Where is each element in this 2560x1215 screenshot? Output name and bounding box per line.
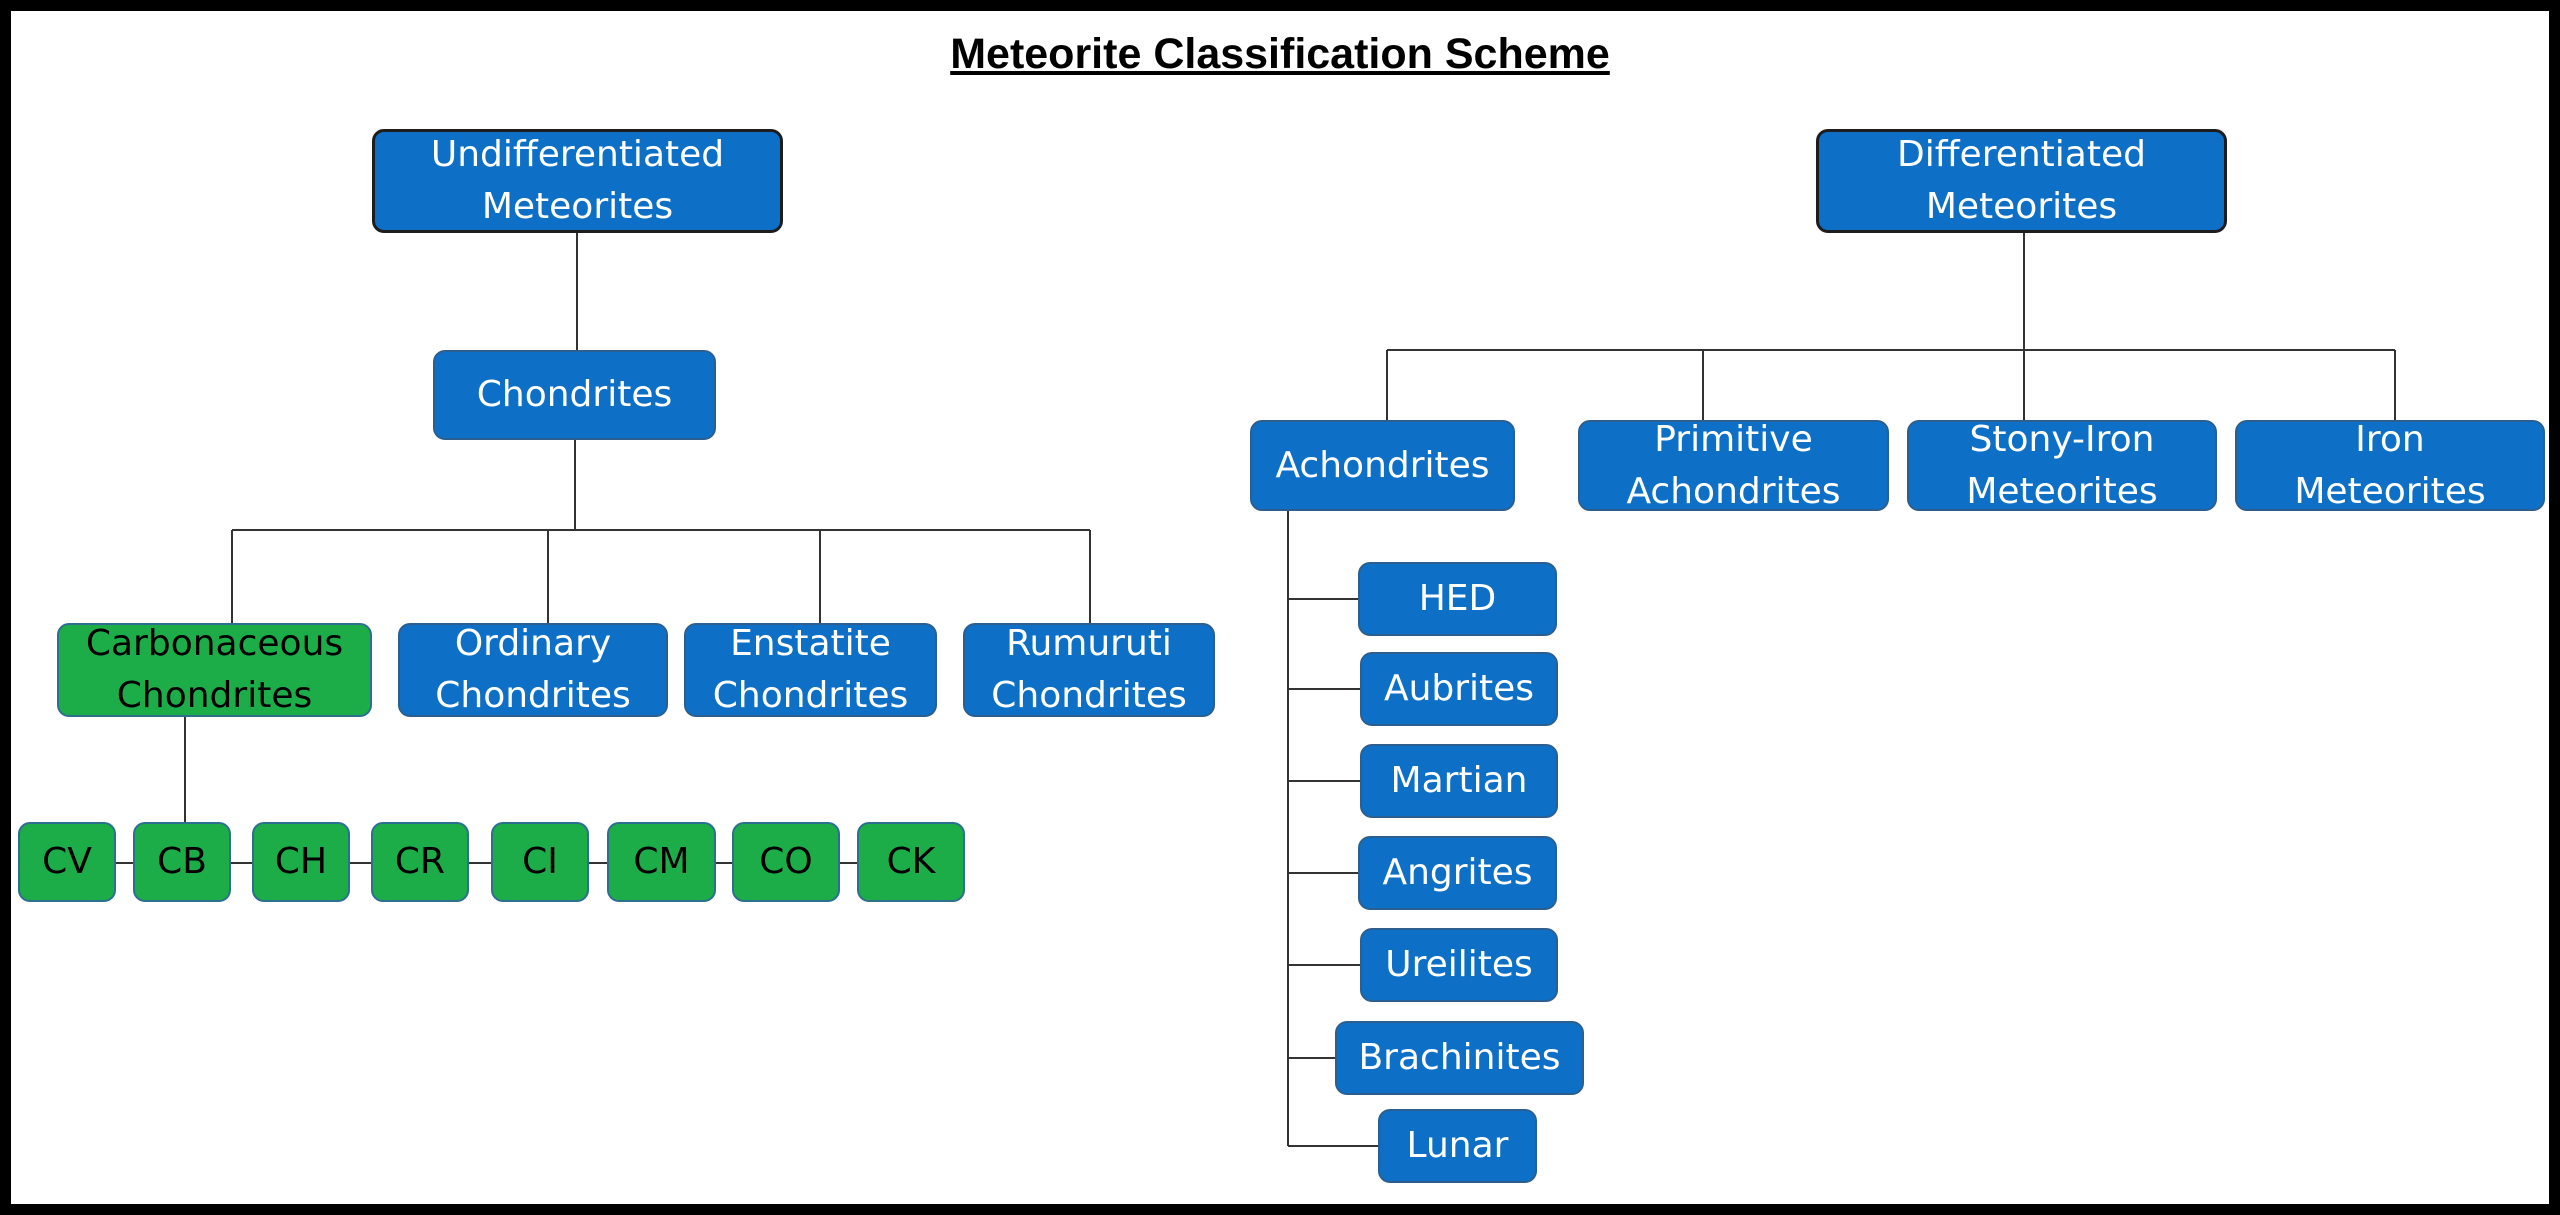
node-undifferentiated-meteorites: Undifferentiated Meteorites xyxy=(372,129,783,233)
node-type-ureilites: Ureilites xyxy=(1360,928,1558,1002)
node-primitive-achondrites: Primitive Achondrites xyxy=(1578,419,1889,512)
node-type-brachinites: Brachinites xyxy=(1335,1021,1584,1095)
node-chondrites: Chondrites xyxy=(433,350,716,440)
node-enstatite-chondrites: Enstatite Chondrites xyxy=(684,623,937,717)
node-type-co: CO xyxy=(732,822,840,902)
node-carbonaceous-chondrites: Carbonaceous Chondrites xyxy=(57,623,372,717)
node-type-hed: HED xyxy=(1358,562,1557,636)
node-type-aubrites: Aubrites xyxy=(1360,652,1558,726)
node-ordinary-chondrites: Ordinary Chondrites xyxy=(398,623,668,717)
node-type-cv: CV xyxy=(18,822,116,902)
node-type-ck: CK xyxy=(857,822,965,902)
node-rumuruti-chondrites: Rumuruti Chondrites xyxy=(963,623,1215,717)
diagram-title: Meteorite Classification Scheme xyxy=(950,30,1610,78)
node-type-cb: CB xyxy=(133,822,231,902)
node-type-ch: CH xyxy=(252,822,350,902)
node-stony-iron-meteorites: Stony-Iron Meteorites xyxy=(1907,419,2217,512)
node-type-cm: CM xyxy=(607,822,716,902)
node-type-ci: CI xyxy=(491,822,589,902)
node-achondrites: Achondrites xyxy=(1250,420,1515,511)
node-type-martian: Martian xyxy=(1360,744,1558,818)
node-differentiated-meteorites: Differentiated Meteorites xyxy=(1816,129,2227,233)
node-iron-meteorites: Iron Meteorites xyxy=(2235,419,2545,512)
node-type-lunar: Lunar xyxy=(1378,1109,1537,1183)
node-type-angrites: Angrites xyxy=(1358,836,1557,910)
node-type-cr: CR xyxy=(371,822,469,902)
